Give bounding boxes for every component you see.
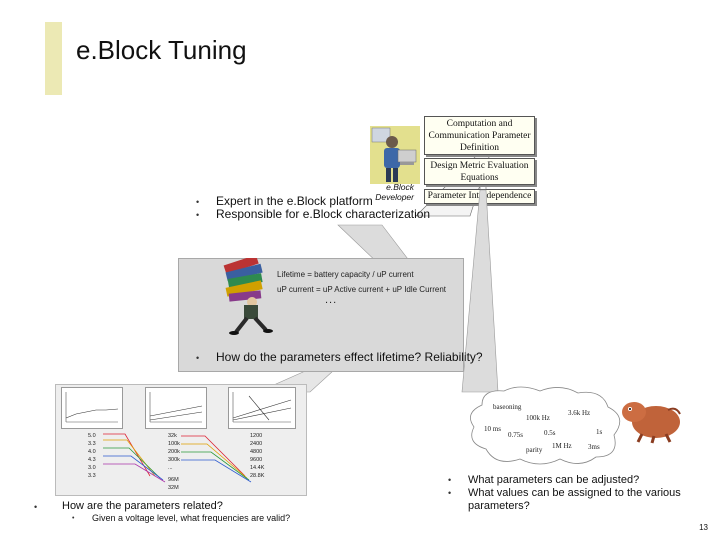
bullet-icon: • (448, 475, 452, 485)
param-0-75s: 0.75s (508, 431, 523, 439)
mini-chart-3 (228, 387, 296, 429)
developer-label: e.Block Developer (372, 182, 414, 202)
param-1m: 1M Hz (552, 442, 572, 450)
equation-ellipsis: ... (325, 294, 338, 306)
title-accent-bar (45, 22, 62, 95)
developer-bullet-list: • Expert in the e.Block platform • Respo… (196, 195, 430, 221)
bullet-icon: • (196, 196, 200, 207)
params-related-question: • How are the parameters related? (34, 500, 223, 512)
book-carrier-figure-icon (223, 258, 273, 335)
adjust-question-list: • What parameters can be adjusted? • Wha… (448, 474, 708, 513)
param-100k: 100k Hz (526, 414, 550, 422)
param-baseoning: baseoning (493, 403, 522, 411)
parameter-cloud (470, 386, 621, 465)
bullet-icon: • (72, 514, 75, 522)
lifetime-question: • How do the parameters effect lifetime?… (196, 350, 483, 364)
params-related-subquestion: • Given a voltage level, what frequencie… (72, 513, 291, 523)
param-1s: 1s (596, 428, 603, 436)
param-3ms: 3ms (588, 443, 600, 451)
lifetime-equation: Lifetime = battery capacity / uP current (277, 270, 414, 279)
param-3-6k: 3.6k Hz (568, 409, 591, 417)
note-parameter-definition: Computation and Communication Parameter … (424, 116, 535, 155)
page-number: 13 (699, 523, 708, 532)
frequency-values-bottom: 96M 32M (168, 477, 179, 491)
voltage-values: 5.0 3.3 4.0 4.3 3.0 3.3 (88, 433, 96, 479)
bullet-icon: • (196, 209, 200, 220)
developer-label-line1: e.Block (386, 182, 414, 192)
thinking-creature-icon (622, 402, 681, 444)
param-0-5s: 0.5s (544, 429, 556, 437)
param-parity: parity (526, 446, 543, 454)
mini-chart-2 (145, 387, 207, 429)
bullet-icon: • (34, 501, 38, 512)
list-item: • What parameters can be adjusted? (448, 474, 640, 486)
list-item: • Responsible for e.Block characterizati… (196, 207, 431, 221)
frequency-values: 32k 100k 200k 300k ... (168, 433, 180, 471)
mini-chart-2-graphic (149, 392, 203, 423)
bullet-icon: • (196, 352, 200, 363)
mini-chart-1 (61, 387, 123, 429)
slide-title: e.Block Tuning (76, 35, 247, 65)
note-metric-equations: Design Metric Evaluation Equations (424, 158, 535, 185)
developer-label-line2: Developer (375, 192, 414, 202)
param-10ms: 10 ms (484, 425, 501, 433)
list-item: • Expert in the e.Block platform (196, 194, 373, 208)
bullet-icon: • (448, 488, 452, 498)
developer-figure-icon (370, 126, 420, 184)
baud-values: 1200 2400 4800 9600 14.4K 28.8K (250, 433, 265, 479)
list-item: • What values can be assigned to the var… (448, 487, 681, 512)
mini-chart-1-graphic (65, 392, 119, 423)
current-equation: uP current = uP Active current + uP Idle… (277, 285, 446, 294)
mini-chart-3-graphic (232, 392, 292, 423)
lifetime-panel (178, 258, 464, 372)
value-connection-lines (103, 433, 252, 483)
